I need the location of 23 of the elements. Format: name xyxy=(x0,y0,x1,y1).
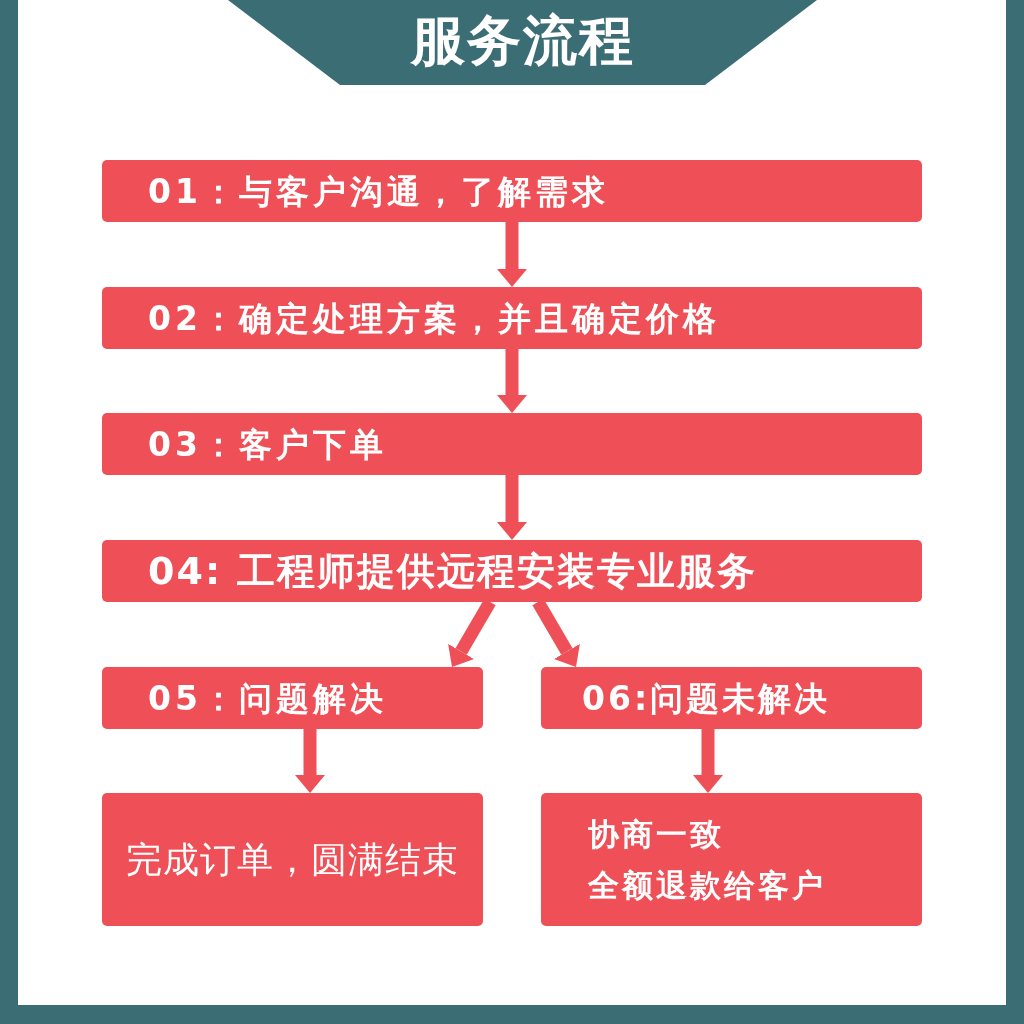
process-box xyxy=(102,413,922,475)
step-text: 02：确定处理方案，并且确定价格 xyxy=(148,301,720,335)
step-text: 01：与客户沟通，了解需求 xyxy=(148,174,609,208)
step-text: 协商一致 xyxy=(588,818,725,850)
step-text: 05：问题解决 xyxy=(148,681,387,715)
arrow xyxy=(497,349,527,413)
process-box xyxy=(102,287,922,349)
process-box xyxy=(102,160,922,222)
arrow xyxy=(497,475,527,540)
step-text: 06:问题未解决 xyxy=(582,681,831,715)
step-text: 03：客户下单 xyxy=(148,427,387,461)
step-text: 04: 工程师提供远程安装专业服务 xyxy=(148,552,758,590)
arrow xyxy=(497,222,527,287)
process-box xyxy=(102,793,483,926)
process-box xyxy=(541,793,922,926)
process-box xyxy=(102,540,922,602)
arrow xyxy=(295,729,325,793)
arrow xyxy=(693,729,723,793)
process-box xyxy=(102,667,483,729)
step-text: 完成订单，圆满结束 xyxy=(126,841,459,878)
title: 服务流程 xyxy=(409,14,636,68)
step-text: 全额退款给客户 xyxy=(588,869,827,901)
process-box xyxy=(541,667,922,729)
